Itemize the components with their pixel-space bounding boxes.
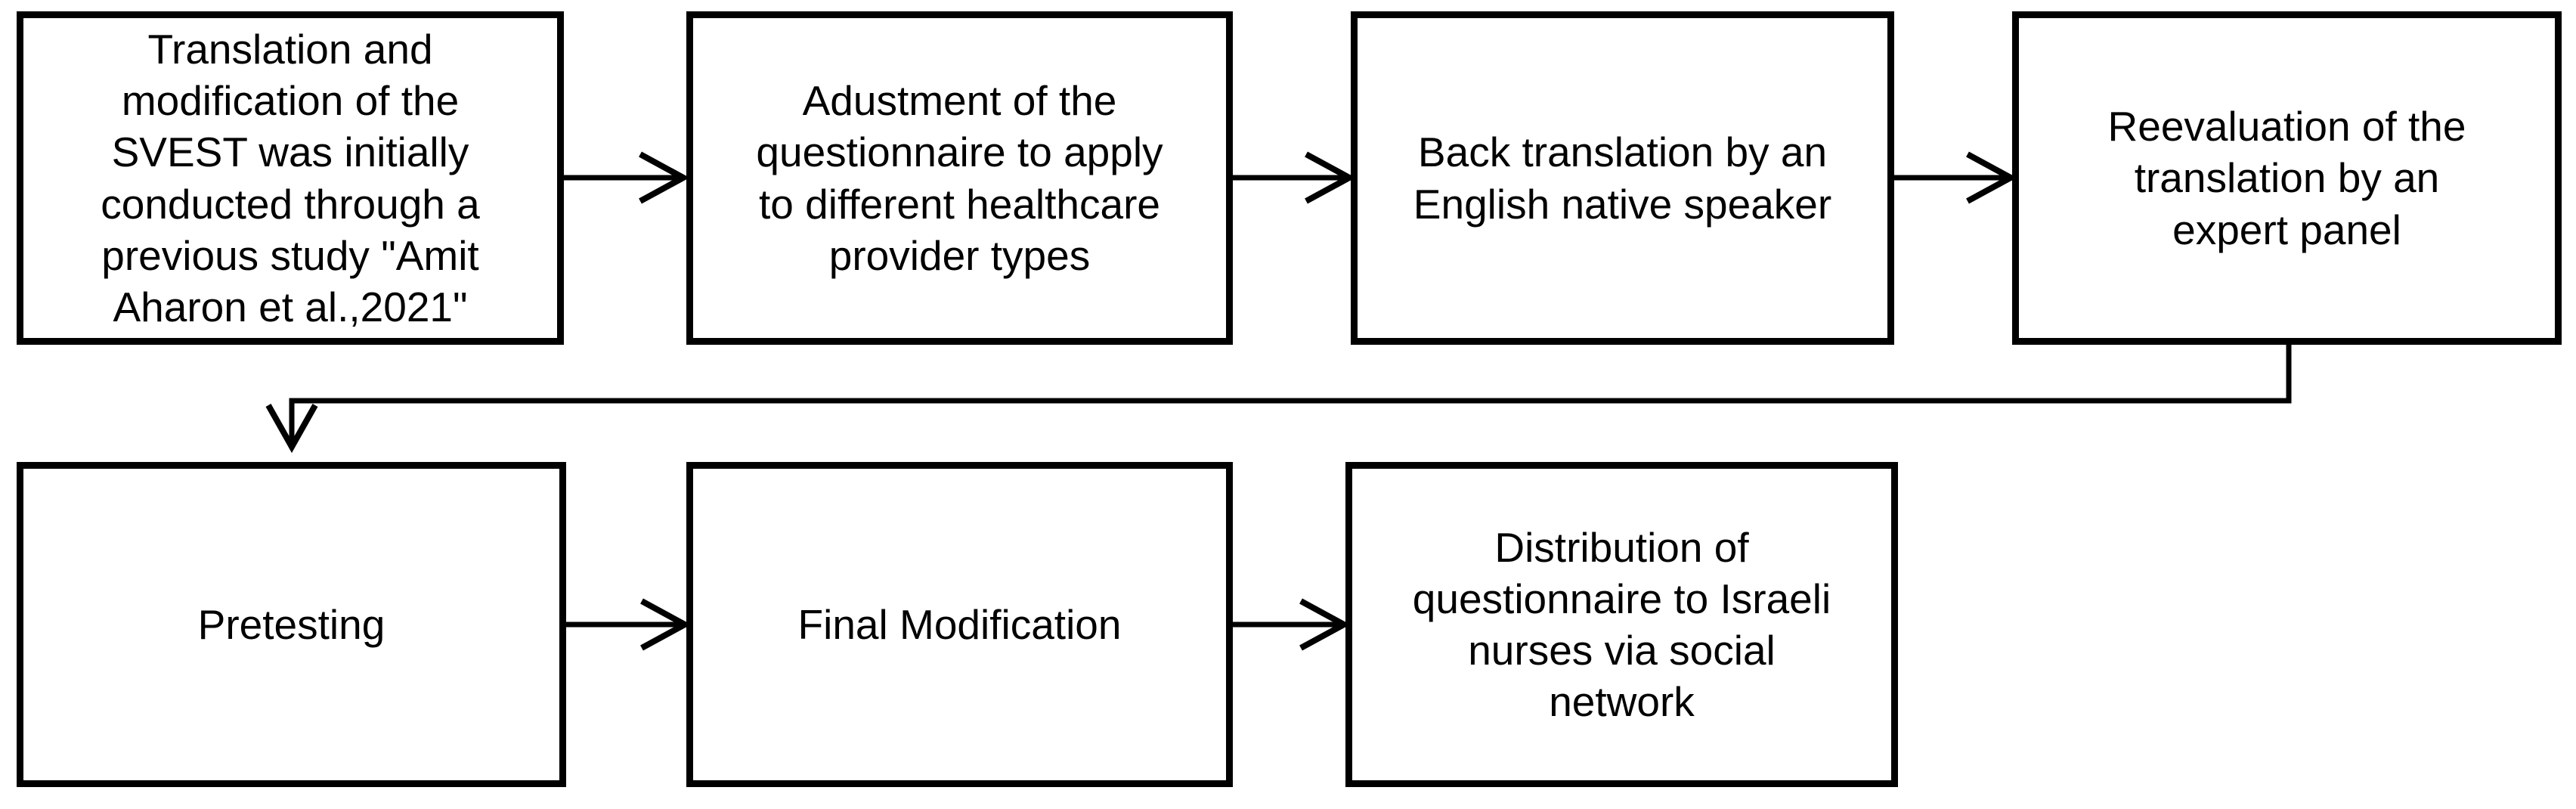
flow-step-3-label: Back translation by an English native sp… bbox=[1413, 129, 1832, 228]
flow-step-6-label: Final Modification bbox=[797, 600, 1122, 648]
flow-step-7: Distribution of questionnaire to Israeli… bbox=[1345, 462, 1898, 787]
flow-step-4-label: Reevaluation of the translation by an ex… bbox=[2107, 103, 2466, 253]
flow-step-3: Back translation by an English native sp… bbox=[1351, 11, 1894, 345]
arrow-step6-step7 bbox=[1233, 598, 1351, 651]
elbow-connector-step4-step5 bbox=[265, 345, 2292, 454]
flow-step-2: Adustment of the questionnaire to apply … bbox=[686, 11, 1233, 345]
arrow-step1-step2 bbox=[563, 151, 690, 204]
flow-step-4: Reevaluation of the translation by an ex… bbox=[2012, 11, 2562, 345]
flow-step-7-label: Distribution of questionnaire to Israeli… bbox=[1412, 523, 1831, 726]
arrow-step5-step6 bbox=[566, 598, 692, 651]
flow-step-1: Translation and modification of the SVES… bbox=[17, 11, 564, 345]
flow-step-2-label: Adustment of the questionnaire to apply … bbox=[756, 77, 1163, 279]
flow-step-1-label: Translation and modification of the SVES… bbox=[101, 25, 480, 330]
flow-step-5: Pretesting bbox=[17, 462, 566, 787]
flow-step-5-label: Pretesting bbox=[197, 600, 385, 648]
arrow-step3-step4 bbox=[1894, 151, 2017, 204]
flow-step-6: Final Modification bbox=[686, 462, 1233, 787]
arrow-step2-step3 bbox=[1233, 151, 1356, 204]
